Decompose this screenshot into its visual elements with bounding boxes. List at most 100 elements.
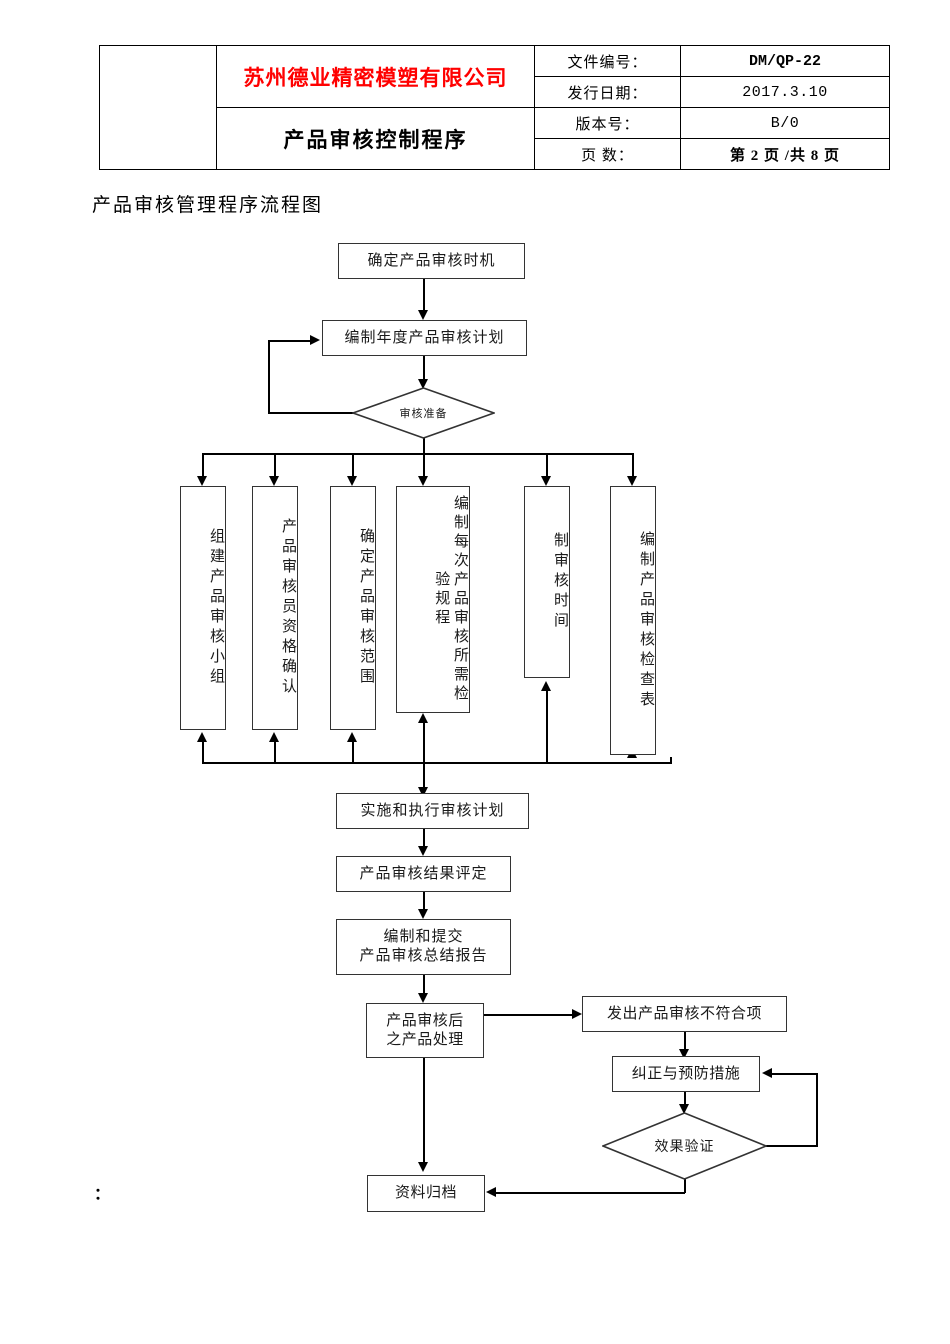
header-label-text: 文件编号： [567,54,648,71]
flow-node-form-audit-team[interactable]: 组建产品审核小组 [180,486,226,730]
arrowhead-evaluate-to-report [418,909,428,919]
flow-node-execute-audit-plan[interactable]: 实施和执行审核计划 [336,793,529,829]
header-value-text: 第 2 页 /共 8 页 [730,147,840,164]
connector-return-6-h [632,762,672,764]
arrowhead-verify-to-archive [486,1187,496,1197]
header-value-doc-no: DM/QP-22 [680,45,890,77]
connector-bus-drop-4 [423,453,425,478]
flow-node-corrective-preventive-action[interactable]: 纠正与预防措施 [612,1056,760,1092]
connector-prep-feedback-h2 [268,340,312,342]
arrowhead-return-5 [541,681,551,691]
footer-colon-mark: ： [94,1186,111,1203]
connector-distribution-bus [202,453,633,455]
connector-disposal-to-archive [423,1058,425,1166]
flow-node-annual-audit-plan[interactable]: 编制年度产品审核计划 [322,320,527,356]
flow-node-audit-scope[interactable]: 确定产品审核范围 [330,486,376,730]
flow-node-audit-schedule[interactable]: 制审核时间 [524,486,570,678]
flow-decision-effectiveness-verification-label: 效果验证 [654,1140,715,1155]
disposal-line-2: 之产品处理 [386,1031,464,1048]
connector-bus-drop-5 [546,453,548,478]
arrowhead-prep-feedback [310,335,320,345]
header-value-text: DM/QP-22 [748,53,821,70]
flow-node-audit-summary-report[interactable]: 编制和提交 产品审核总结报告 [336,919,511,975]
connector-return-3 [352,740,354,764]
report-line-1: 编制和提交 [383,929,464,946]
connector-return-2 [274,740,276,764]
flow-node-audit-checklist[interactable]: 编制产品审核检查表 [610,486,656,755]
connector-prep-to-bus [423,438,425,454]
arrowhead-nonconformity-to-corrective [679,1049,689,1059]
disposal-line-1: 产品审核后 [386,1012,464,1029]
connector-nonconformity-to-corrective [684,1032,686,1052]
header-row-3: 产品审核控制程序 版本号： B/0 [100,107,890,170]
document-title: 产品审核控制程序 [283,128,468,152]
arrowhead-bus-drop-6 [627,476,637,486]
header-value-pages: 第 2 页 /共 8 页 [680,138,890,170]
arrowhead-bus-drop-2 [269,476,279,486]
flow-decision-audit-preparation[interactable]: 审核准备 [352,387,495,439]
connector-prep-feedback-v [268,340,270,413]
report-line-2: 产品审核总结报告 [359,948,488,964]
flow-node-archive-records[interactable]: 资料归档 [367,1175,485,1212]
header-label-version: 版本号： [534,107,681,139]
connector-bus-drop-2 [274,453,276,478]
connector-verify-fail-h2 [772,1073,817,1075]
arrowhead-return-2 [269,732,279,742]
header-label-text: 页 数： [581,147,634,164]
connector-return-6 [670,757,672,763]
header-label-pages: 页 数： [534,138,681,170]
arrowhead-col4-execute-down [418,787,428,797]
connector-bus-drop-3 [352,453,354,478]
connector-return-1 [202,740,204,764]
header-value-version: B/0 [680,107,890,139]
arrowhead-bus-drop-3 [347,476,357,486]
connector-report-to-disposal [423,975,425,997]
connector-execute-to-evaluate [423,829,425,849]
arrowhead-disposal-to-archive [418,1162,428,1172]
connector-plan-to-prep [423,355,425,381]
flow-decision-effectiveness-verification[interactable]: 效果验证 [602,1112,767,1180]
connector-prep-feedback-h1 [268,412,358,414]
connector-start-to-plan [423,278,425,312]
header-label-text: 发行日期： [567,85,648,102]
flow-node-post-audit-product-disposal[interactable]: 产品审核后 之产品处理 [366,1003,484,1058]
header-row-4: 页 数： 第 2 页 /共 8 页 [100,138,890,170]
arrowhead-start-to-plan [418,310,428,320]
connector-return-bus [202,762,672,764]
arrowhead-return-1 [197,732,207,742]
arrowhead-col4-execute-up [418,713,428,723]
flow-node-audit-result-evaluation[interactable]: 产品审核结果评定 [336,856,511,892]
connector-verify-to-archive-h [496,1192,685,1194]
arrowhead-verify-fail [762,1068,772,1078]
arrowhead-execute-to-evaluate [418,846,428,856]
flow-node-auditor-qualification[interactable]: 产品审核员资格确认 [252,486,298,730]
connector-verify-fail-v [816,1073,818,1146]
connector-return-5 [546,690,548,764]
connector-bus-drop-6 [632,453,634,478]
arrowhead-return-3 [347,732,357,742]
arrowhead-corrective-to-verify [679,1104,689,1114]
connector-bus-drop-1 [202,453,204,478]
arrowhead-plan-to-prep [418,379,428,389]
flow-node-inspection-procedures[interactable]: 编制每次产品审核所需检验规程 [396,486,470,713]
flow-node-issue-nonconformity[interactable]: 发出产品审核不符合项 [582,996,787,1032]
flow-decision-audit-preparation-label: 审核准备 [399,408,448,420]
header-value-text: 2017.3.10 [742,84,828,101]
doc-title-cell: 产品审核控制程序 [216,107,535,170]
header-logo-cell [99,45,217,170]
arrowhead-bus-drop-5 [541,476,551,486]
flow-node-determine-audit-timing[interactable]: 确定产品审核时机 [338,243,525,279]
arrowhead-report-to-disposal [418,993,428,1003]
arrowhead-bus-drop-4 [418,476,428,486]
arrowhead-disposal-to-nonconformity [572,1009,582,1019]
connector-verify-to-archive-v [684,1179,686,1193]
connector-col4-execute [423,718,425,794]
header-label-text: 版本号： [575,116,640,133]
connector-evaluate-to-report [423,892,425,912]
arrowhead-bus-drop-1 [197,476,207,486]
company-name: 苏州德业精密模塑有限公司 [243,65,508,90]
connector-disposal-to-nonconformity [484,1014,574,1016]
connector-verify-fail-h1 [766,1145,818,1147]
